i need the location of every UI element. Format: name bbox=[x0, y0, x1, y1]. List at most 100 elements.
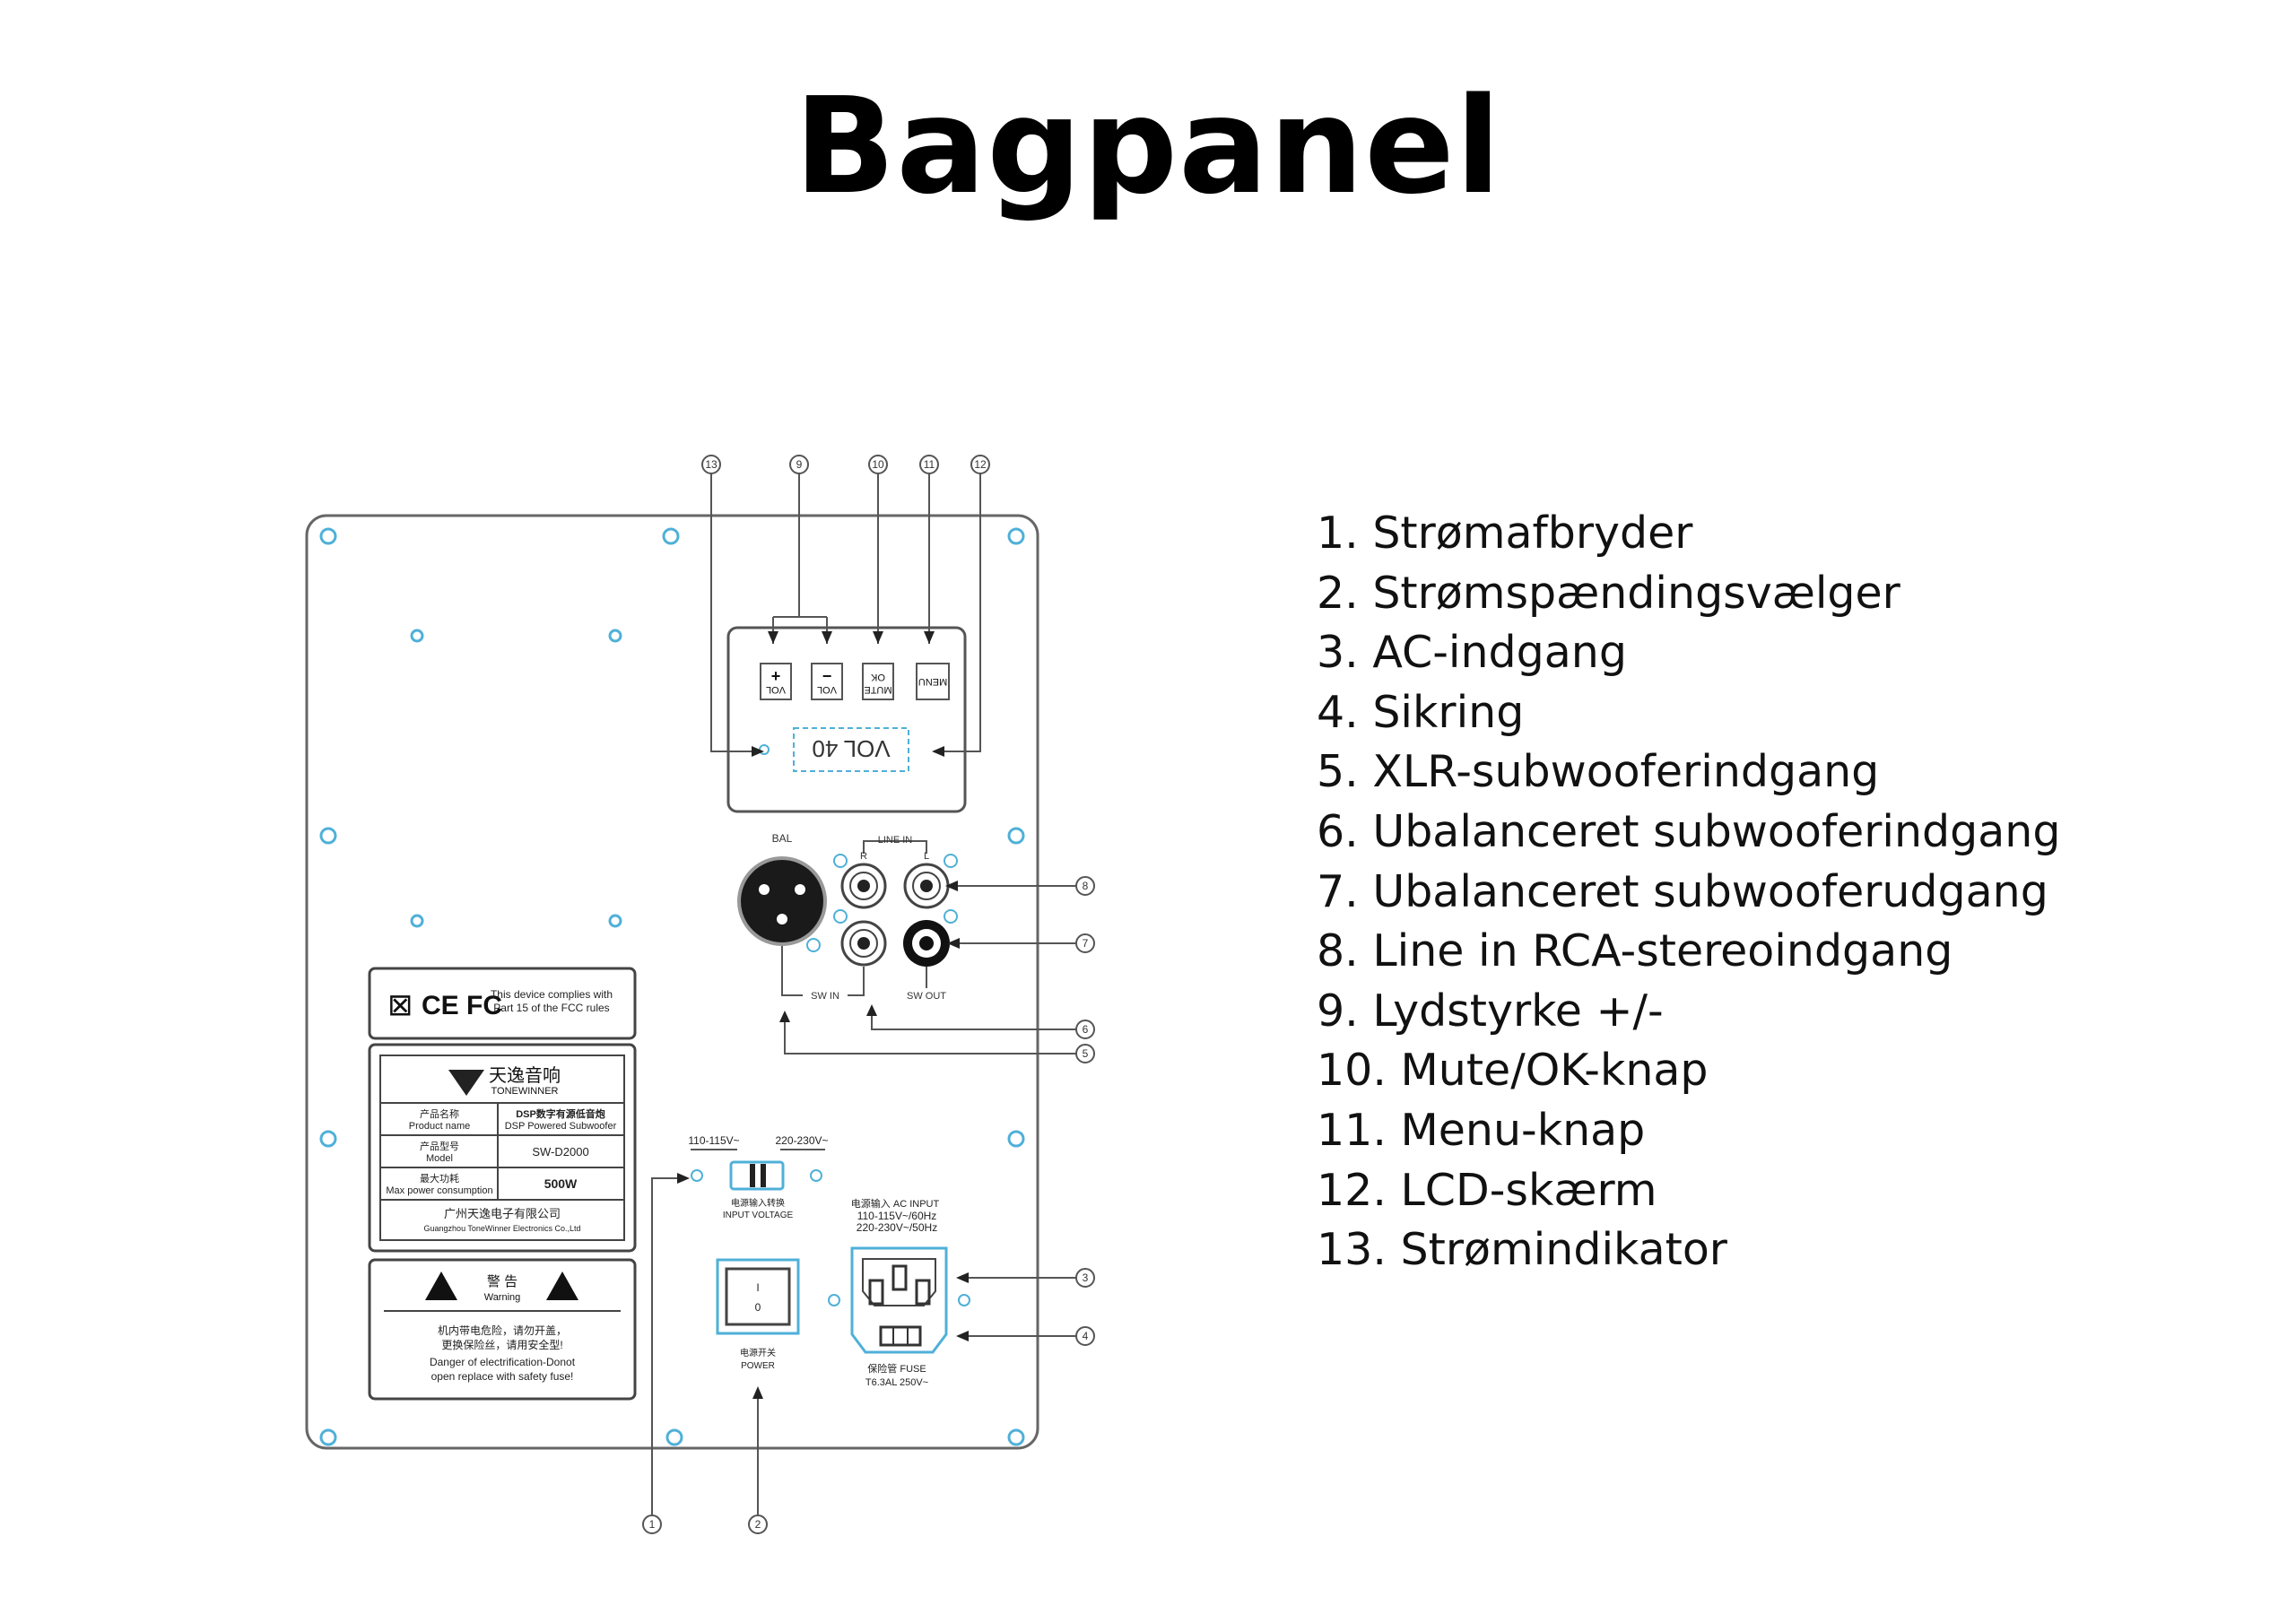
ac-input-title: 电源输入 AC INPUT bbox=[851, 1197, 940, 1210]
callout-2: 2 bbox=[755, 1518, 761, 1531]
fcc-text-2: Part 15 of the FCC rules bbox=[493, 1002, 609, 1014]
callout-circle bbox=[919, 455, 939, 474]
company-en: Guangzhou ToneWinner Electronics Co.,Ltd bbox=[424, 1224, 581, 1233]
mounting-hole bbox=[1007, 1130, 1025, 1148]
fuse-label: 保险管 FUSE bbox=[867, 1362, 926, 1375]
panel-outline bbox=[305, 514, 1039, 1450]
table-value-en: SW-D2000 bbox=[532, 1145, 588, 1159]
mute-ok-label: MUTE bbox=[864, 684, 891, 695]
mounting-hole bbox=[319, 1130, 337, 1148]
selector-hole bbox=[810, 1169, 822, 1182]
lcd-text: VOL 40 bbox=[812, 735, 890, 762]
warning-line: 机内带电危险，请勿开盖， bbox=[438, 1324, 567, 1337]
rca-line-in-l bbox=[903, 863, 950, 909]
legend-item: 8. Line in RCA-stereoindgang bbox=[1317, 925, 1953, 977]
warning-line: 更换保险丝，请用安全型! bbox=[441, 1338, 562, 1351]
legend-item: 7. Ubalanceret subwooferudgang bbox=[1317, 865, 2048, 917]
xlr-connector bbox=[737, 856, 827, 946]
callout-13: 13 bbox=[705, 458, 718, 471]
leader-13 bbox=[710, 473, 752, 752]
bal-label: BAL bbox=[772, 832, 793, 845]
callouts bbox=[642, 455, 1095, 1534]
lcd-screen bbox=[793, 727, 909, 772]
callout-circle bbox=[1075, 1326, 1095, 1346]
table-label-en: Model bbox=[426, 1153, 453, 1164]
callout-circle bbox=[1075, 933, 1095, 953]
callout-circle bbox=[642, 1515, 662, 1534]
leader-lines bbox=[651, 473, 1076, 1515]
legend-item: 2. Strømspændingsvælger bbox=[1317, 567, 1900, 619]
vol-down-button bbox=[811, 663, 843, 700]
sw-out-label: SW OUT bbox=[907, 991, 946, 1002]
xlr-pin bbox=[795, 884, 805, 895]
mounting-hole bbox=[410, 914, 424, 928]
selector-hole bbox=[691, 1169, 703, 1182]
arrowheads bbox=[677, 631, 969, 1399]
table-label-en: Max power consumption bbox=[386, 1185, 492, 1196]
company-cn: 广州天逸电子有限公司 bbox=[444, 1207, 561, 1220]
brand-cn: 天逸音响 bbox=[489, 1065, 561, 1086]
callout-circle bbox=[970, 455, 990, 474]
xlr-pin bbox=[777, 914, 787, 924]
mounting-hole bbox=[1007, 1428, 1025, 1446]
mounting-hole bbox=[662, 527, 680, 545]
legend-item: 13. Strømindikator bbox=[1317, 1224, 1727, 1276]
callout-8: 8 bbox=[1083, 880, 1089, 892]
callout-10: 10 bbox=[872, 458, 884, 471]
fcc-text-1: This device complies with bbox=[491, 988, 613, 1001]
warning-line: open replace with safety fuse! bbox=[431, 1370, 574, 1383]
callout-circle bbox=[1075, 1268, 1095, 1288]
volt-low-label: 110-115V~ bbox=[688, 1134, 739, 1147]
table-value-en: 500W bbox=[544, 1176, 578, 1191]
xlr-pin bbox=[759, 884, 770, 895]
page-title: Bagpanel bbox=[794, 69, 1502, 223]
legend-item: 5. XLR-subwooferindgang bbox=[1317, 746, 1880, 798]
vol-up-symbol: + bbox=[771, 667, 781, 685]
leader-9 bbox=[772, 473, 828, 644]
callout-4: 4 bbox=[1083, 1330, 1089, 1342]
rca-hole bbox=[833, 909, 848, 924]
mounting-hole bbox=[608, 914, 622, 928]
vol-up-label: VOL bbox=[766, 684, 786, 695]
warning-icon bbox=[425, 1271, 457, 1300]
sw-in-label: SW IN bbox=[811, 991, 839, 1002]
mounting-hole bbox=[665, 1428, 683, 1446]
mounting-holes bbox=[319, 527, 1025, 1446]
legend-item: 4. Sikring bbox=[1317, 686, 1525, 738]
callout-circle bbox=[789, 455, 809, 474]
callout-9: 9 bbox=[796, 458, 803, 471]
leader-6 bbox=[871, 1016, 1076, 1030]
leader-12 bbox=[944, 473, 981, 752]
menu-button bbox=[916, 663, 950, 700]
rca-sw-out bbox=[903, 920, 950, 967]
weee-icon: ⊠ bbox=[387, 988, 413, 1022]
legend-item: 1. Strømafbryder bbox=[1317, 508, 1693, 559]
ac-hole bbox=[828, 1294, 840, 1306]
mounting-hole bbox=[1007, 827, 1025, 845]
product-info-label bbox=[368, 1043, 637, 1253]
line-in-label: LINE IN bbox=[878, 835, 913, 846]
mounting-hole bbox=[608, 629, 622, 643]
mounting-hole bbox=[319, 827, 337, 845]
warning-line: Danger of electrification-Donot bbox=[430, 1356, 576, 1368]
control-panel bbox=[726, 626, 967, 813]
table-value-en: DSP Powered Subwoofer bbox=[505, 1121, 617, 1132]
fuse-rating: T6.3AL 250V~ bbox=[865, 1377, 928, 1388]
rca-hole bbox=[944, 854, 958, 868]
legend-item: 11. Menu-knap bbox=[1317, 1104, 1646, 1156]
callout-11: 11 bbox=[924, 458, 935, 471]
ac-input-rating: 110-115V~/60Hz bbox=[857, 1210, 937, 1222]
callout-circle bbox=[1075, 876, 1095, 896]
callout-5: 5 bbox=[1083, 1047, 1089, 1060]
voltage-selector bbox=[729, 1160, 785, 1191]
table-value-cn: DSP数字有源低音炮 bbox=[516, 1107, 605, 1120]
table-label-cn: 产品型号 bbox=[420, 1140, 459, 1152]
power-en: POWER bbox=[741, 1361, 775, 1371]
legend-item: 10. Mute/OK-knap bbox=[1317, 1045, 1709, 1097]
switch-off-mark: 0 bbox=[755, 1301, 761, 1314]
leader-1 bbox=[651, 1177, 677, 1515]
xlr-hole bbox=[806, 938, 821, 952]
input-voltage-cn: 电源输入转换 bbox=[731, 1197, 785, 1209]
callout-circle bbox=[701, 455, 721, 474]
